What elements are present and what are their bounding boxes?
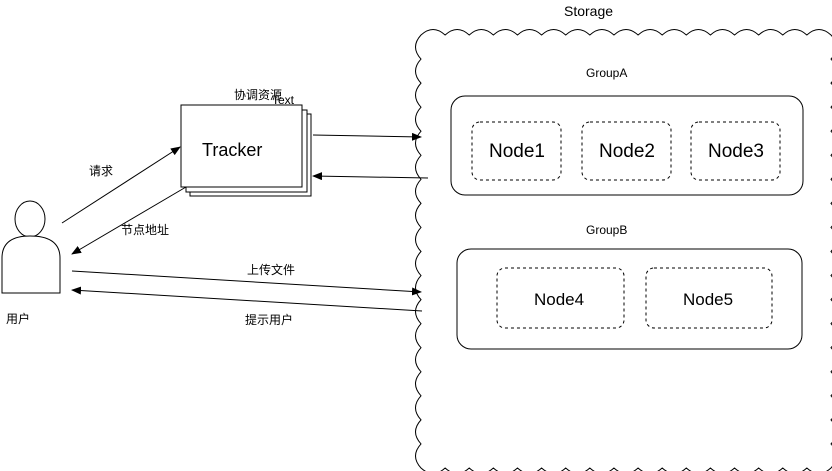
node1-box[interactable]: [471, 121, 562, 181]
group-a-label: GroupA: [586, 66, 628, 80]
node2-label: Node2: [599, 141, 655, 162]
tracker-overlay-text: Text: [272, 93, 295, 107]
node5-label: Node5: [683, 290, 734, 309]
node4-box[interactable]: [496, 267, 625, 329]
edge-notify-user-label: 提示用户: [245, 313, 294, 327]
node5-box[interactable]: [645, 267, 773, 329]
user-icon-body: [1, 235, 61, 294]
user-icon-head: [14, 200, 46, 238]
node3-label: Node3: [708, 141, 764, 162]
group-b-label: GroupB: [586, 223, 628, 237]
node2-box[interactable]: [581, 121, 672, 181]
tracker-label: Tracker: [202, 140, 263, 160]
edge-upload-file-label: 上传文件: [247, 263, 296, 277]
edge-notify-user-arrow: [71, 286, 423, 312]
node3-box[interactable]: [690, 121, 781, 181]
user-icon[interactable]: [1, 200, 61, 294]
edge-node-address-arrow: [71, 186, 187, 255]
tracker-coord-label: 协调资源: [234, 88, 283, 102]
edge-node-address-label: 节点地址: [121, 223, 170, 237]
node4-label: Node4: [534, 290, 585, 309]
edge-tracker-to-storage-arrow: [312, 132, 422, 141]
storage-title: Storage: [564, 3, 614, 19]
tracker-box[interactable]: [180, 104, 303, 188]
user-label: 用户: [6, 312, 31, 326]
edge-request-arrow: [61, 146, 181, 224]
node1-label: Node1: [489, 141, 545, 162]
edge-request-label: 请求: [89, 164, 114, 178]
edge-upload-file-arrow: [71, 270, 422, 296]
edge-storage-to-tracker-arrow: [312, 172, 429, 181]
